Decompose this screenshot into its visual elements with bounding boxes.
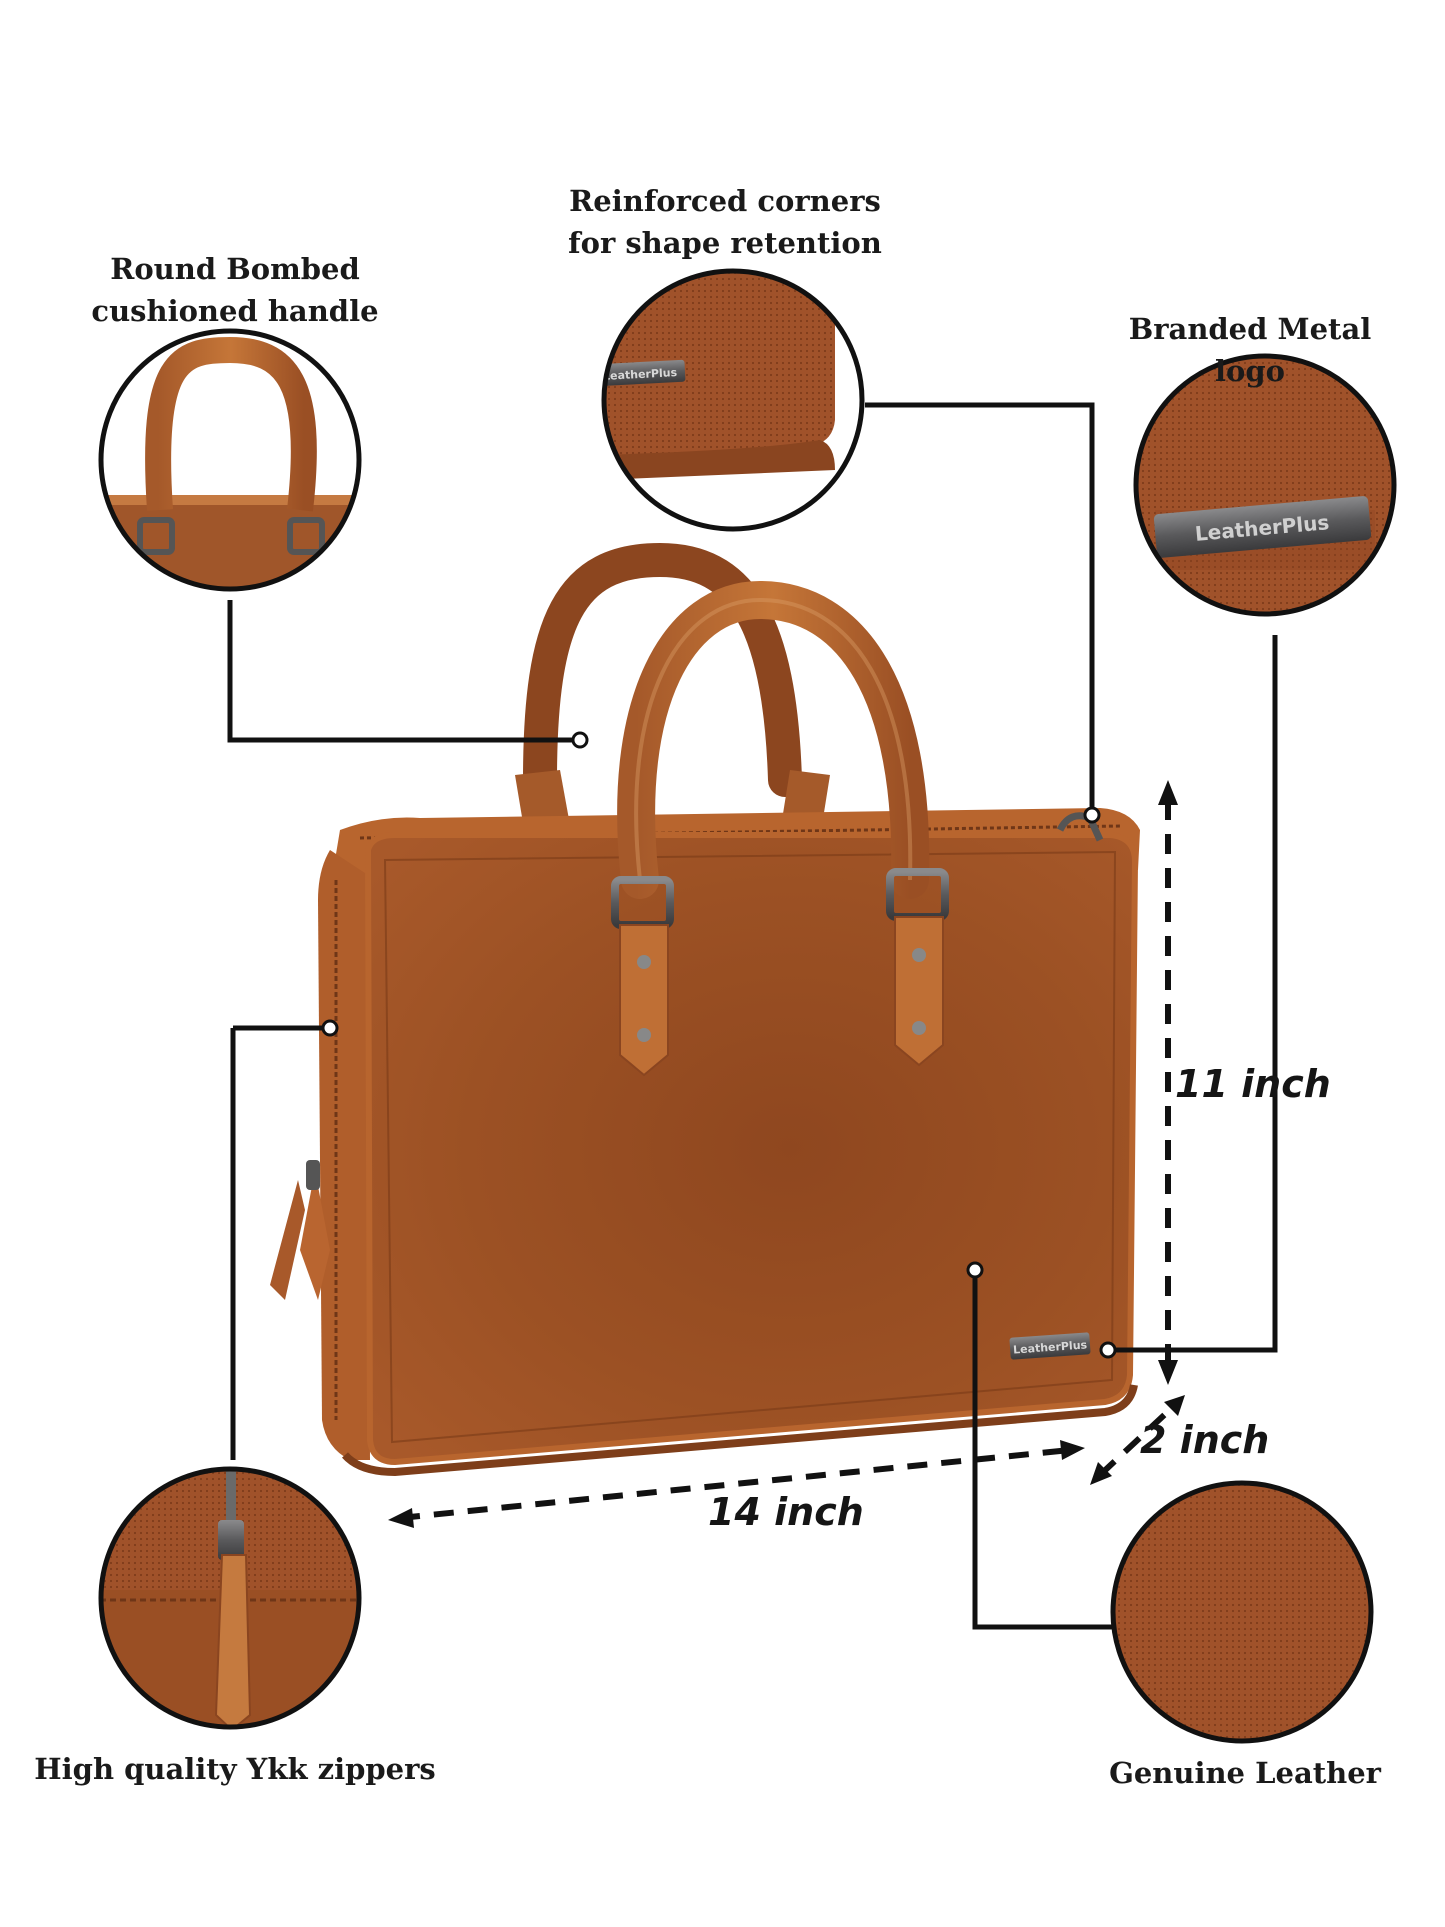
connector-dots — [321, 731, 1117, 1359]
zippers-callout-label: High quality Ykk zippers — [34, 1752, 436, 1786]
handle-callout-label: Round Bombed cushioned handle — [91, 252, 379, 328]
bag-brand-plate-text: LeatherPlus — [1013, 1338, 1088, 1356]
leather-detail-circle — [1110, 1480, 1374, 1744]
leather-callout-label: Genuine Leather — [1109, 1756, 1381, 1790]
width-dimension-label: 14 inch — [708, 1490, 864, 1534]
callout-connectors — [227, 402, 1278, 1630]
dimension-arrowheads — [388, 780, 1185, 1528]
height-dimension-label: 11 inch — [1175, 1062, 1331, 1106]
handle-detail-circle — [98, 328, 362, 592]
logo-detail-circle: LeatherPlus — [1133, 353, 1397, 617]
corner-brand-plate-text: LeatherPlus — [603, 366, 678, 383]
briefcase-image: LeatherPlus — [270, 542, 1140, 1477]
corner-detail-circle: LeatherPlus — [601, 268, 865, 532]
zipper-detail-circle — [98, 1466, 362, 1730]
dimension-lines — [399, 800, 1178, 1521]
corners-callout-label: Reinforced corners for shape retention — [568, 184, 882, 260]
depth-dimension-label: 2 inch — [1140, 1418, 1270, 1462]
logo-callout-label: Branded Metal logo — [1128, 312, 1372, 388]
